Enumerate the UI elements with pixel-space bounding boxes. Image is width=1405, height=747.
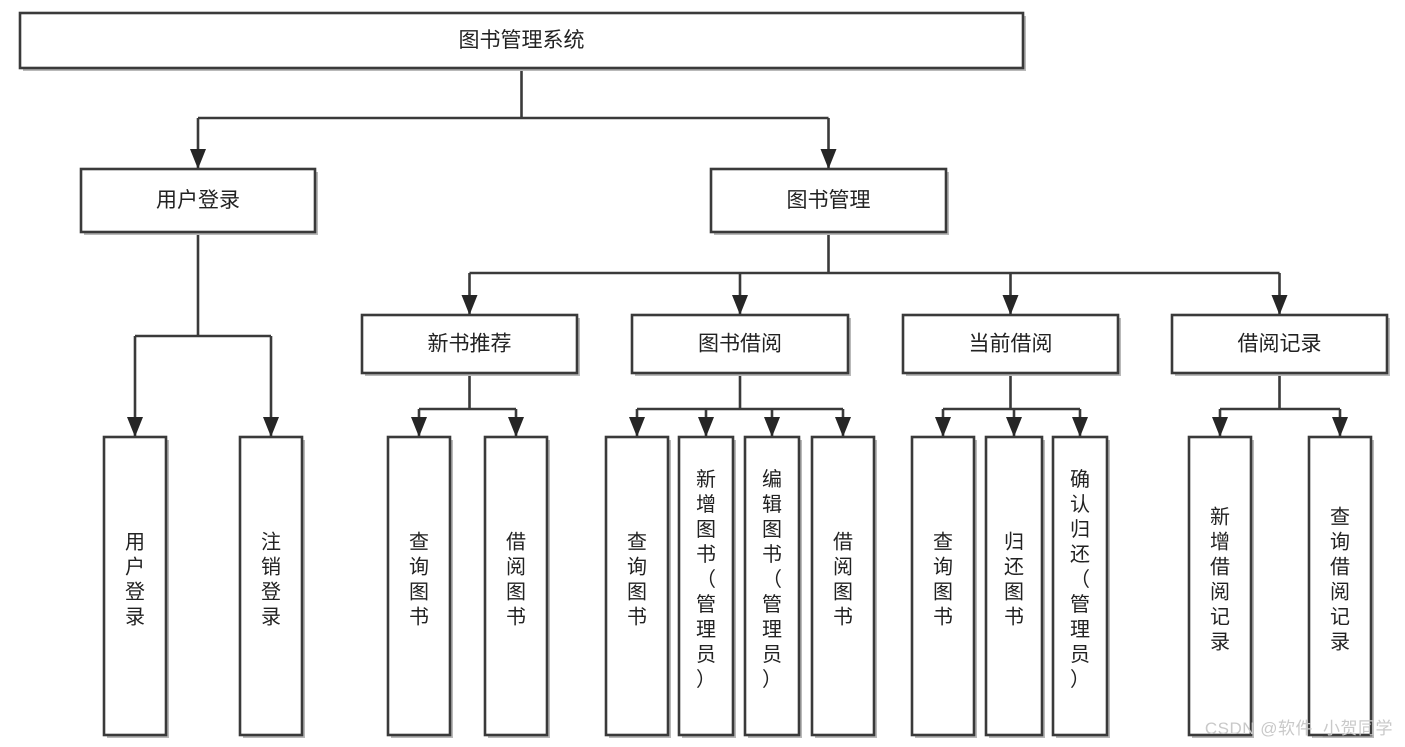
node-book-manage[interactable]: 图书管理 bbox=[709, 167, 949, 235]
node-box bbox=[810, 435, 876, 737]
node-label: 查询图书 bbox=[409, 531, 429, 629]
node-box bbox=[984, 435, 1044, 737]
arrow-head-icon bbox=[1332, 417, 1348, 437]
node-box bbox=[1307, 435, 1373, 737]
arrow-head-icon bbox=[1072, 417, 1088, 437]
node-box bbox=[386, 435, 452, 737]
node-label: 当前借阅 bbox=[969, 333, 1053, 356]
node-current-borrow[interactable]: 当前借阅 bbox=[901, 313, 1121, 376]
node-box bbox=[360, 313, 579, 375]
node-leaf-add-record[interactable]: 新增借阅记录 bbox=[1187, 435, 1254, 738]
node-label: 确认归还（管理员） bbox=[1070, 468, 1090, 691]
node-label: 图书管理系统 bbox=[459, 29, 585, 52]
node-leaf-edit-book[interactable]: 编辑图书（管理员） bbox=[743, 435, 802, 738]
node-box bbox=[79, 167, 317, 234]
node-layer: 图书管理系统用户登录图书管理新书推荐图书借阅当前借阅借阅记录用户登录注销登录查询… bbox=[18, 11, 1390, 738]
node-leaf-confirm-ret[interactable]: 确认归还（管理员） bbox=[1051, 435, 1110, 738]
node-label: 借阅记录 bbox=[1238, 333, 1322, 356]
node-box bbox=[677, 435, 735, 737]
node-leaf-return-book[interactable]: 归还图书 bbox=[984, 435, 1045, 738]
node-leaf-logout[interactable]: 注销登录 bbox=[238, 435, 305, 738]
arrow-head-icon bbox=[263, 417, 279, 437]
node-label: 归还图书 bbox=[1004, 531, 1024, 629]
arrow-head-icon bbox=[1212, 417, 1228, 437]
node-user-login[interactable]: 用户登录 bbox=[79, 167, 318, 235]
node-box bbox=[604, 435, 670, 737]
arrow-head-icon bbox=[411, 417, 427, 437]
node-label: 注销登录 bbox=[261, 531, 281, 629]
arrow-head-icon bbox=[1006, 417, 1022, 437]
node-leaf-add-book[interactable]: 新增图书（管理员） bbox=[677, 435, 736, 738]
node-borrow-record[interactable]: 借阅记录 bbox=[1170, 313, 1390, 376]
node-leaf-borrow-book-1[interactable]: 借阅图书 bbox=[483, 435, 550, 738]
arrow-head-icon bbox=[508, 417, 524, 437]
node-label: 图书管理 bbox=[787, 189, 871, 212]
node-label: 查询借阅记录 bbox=[1330, 506, 1350, 654]
node-box bbox=[743, 435, 801, 737]
arrow-head-icon bbox=[127, 417, 143, 437]
arrow-head-icon bbox=[629, 417, 645, 437]
node-label: 编辑图书（管理员） bbox=[762, 468, 782, 691]
arrow-head-icon bbox=[935, 417, 951, 437]
arrow-head-icon bbox=[1271, 295, 1288, 315]
node-label: 图书借阅 bbox=[698, 333, 782, 356]
node-box bbox=[1051, 435, 1109, 737]
node-leaf-borrow-book-2[interactable]: 借阅图书 bbox=[810, 435, 877, 738]
node-box bbox=[483, 435, 549, 737]
node-box bbox=[901, 313, 1120, 375]
node-box bbox=[630, 313, 850, 375]
node-book-borrow[interactable]: 图书借阅 bbox=[630, 313, 851, 376]
arrow-head-icon bbox=[698, 417, 714, 437]
node-label: 借阅图书 bbox=[506, 531, 526, 629]
node-leaf-query-book-3[interactable]: 查询图书 bbox=[910, 435, 977, 738]
arrow-head-icon bbox=[820, 149, 837, 169]
node-box bbox=[1187, 435, 1253, 737]
node-label: 新增借阅记录 bbox=[1210, 506, 1230, 654]
node-new-book-rec[interactable]: 新书推荐 bbox=[360, 313, 580, 376]
arrow-head-icon bbox=[190, 149, 206, 169]
node-leaf-query-book-2[interactable]: 查询图书 bbox=[604, 435, 671, 738]
connector-layer bbox=[127, 68, 1348, 437]
arrow-head-icon bbox=[732, 295, 748, 315]
node-box bbox=[18, 11, 1025, 70]
node-box bbox=[709, 167, 948, 234]
node-box bbox=[238, 435, 304, 737]
arrow-head-icon bbox=[1002, 295, 1019, 315]
arrow-head-icon bbox=[835, 417, 851, 437]
node-label: 借阅图书 bbox=[833, 531, 853, 629]
node-leaf-query-book-1[interactable]: 查询图书 bbox=[386, 435, 453, 738]
node-label: 新增图书（管理员） bbox=[696, 468, 716, 691]
node-box bbox=[910, 435, 976, 737]
arrow-head-icon bbox=[461, 295, 478, 315]
node-label: 查询图书 bbox=[627, 531, 647, 629]
node-leaf-query-record[interactable]: 查询借阅记录 bbox=[1307, 435, 1374, 738]
node-label: 用户登录 bbox=[125, 532, 145, 629]
node-root[interactable]: 图书管理系统 bbox=[18, 11, 1026, 71]
node-label: 查询图书 bbox=[933, 531, 953, 629]
arrow-head-icon bbox=[764, 417, 780, 437]
node-box bbox=[1170, 313, 1389, 375]
node-label: 用户登录 bbox=[156, 189, 240, 212]
node-leaf-user-login[interactable]: 用户登录 bbox=[102, 435, 169, 738]
node-box bbox=[102, 435, 168, 737]
node-label: 新书推荐 bbox=[428, 333, 512, 356]
